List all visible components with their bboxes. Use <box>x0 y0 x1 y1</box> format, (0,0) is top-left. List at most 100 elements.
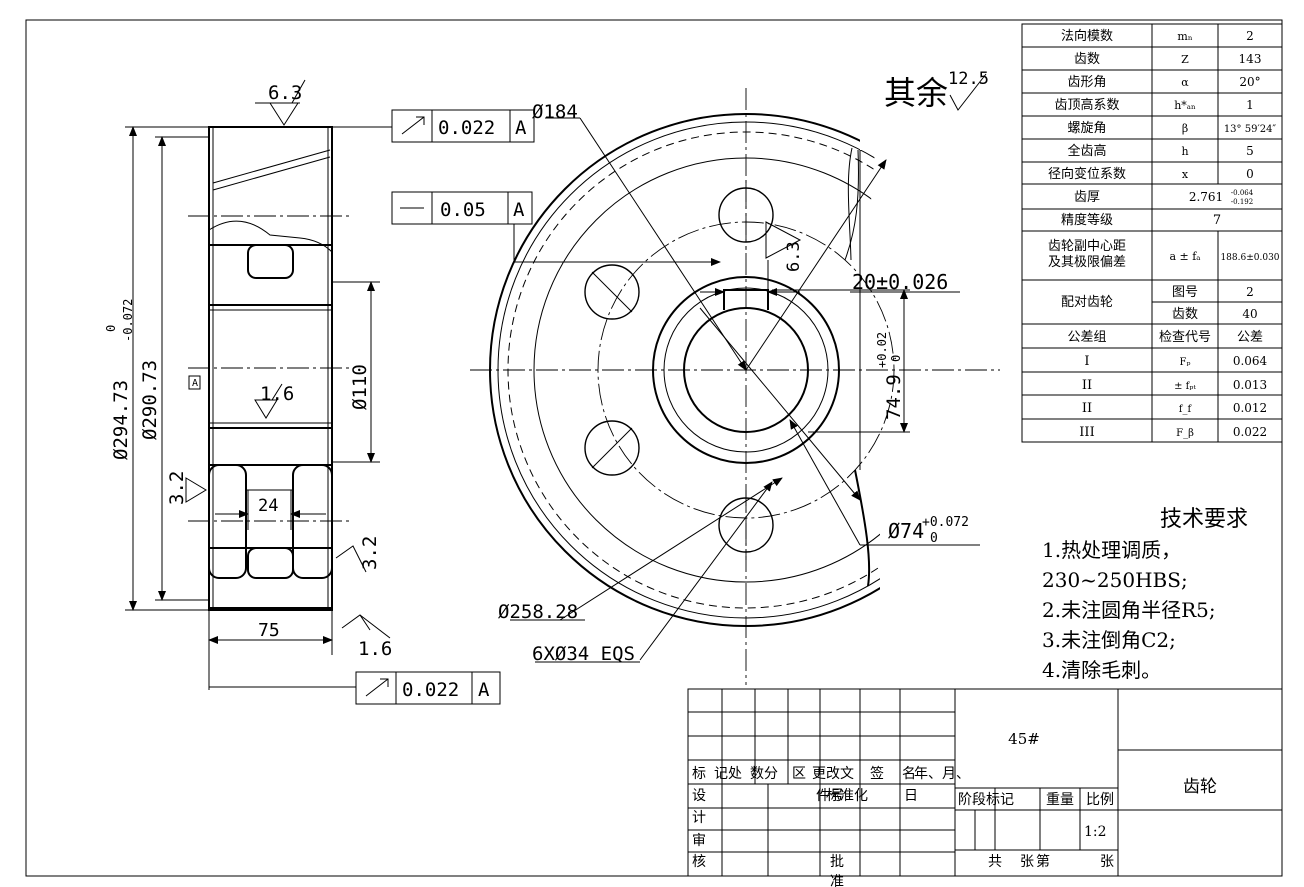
tech-item: 4.清除毛刺。 <box>1042 658 1161 682</box>
tol-value: 0.012 <box>1233 401 1267 415</box>
dim-holes: 6XØ34 EQS <box>532 643 635 665</box>
title-material: 45# <box>1008 730 1040 748</box>
tech-item: 230~250HBS; <box>1042 568 1188 592</box>
dim-key-lower: 0 <box>889 355 903 362</box>
title-fields: 阶段标记 重量 比例 1:2 共 张 第 张 <box>958 792 1114 870</box>
tol-header: 公差 <box>1237 330 1263 345</box>
dim-key-depth: 74.9 <box>883 374 905 420</box>
tech-title: 技术要求 <box>1160 507 1248 532</box>
param-label: 全齿高 <box>1067 143 1106 159</box>
tol-code: ± fₚₜ <box>1174 381 1196 392</box>
gdt-runout-bottom-value: 0.022 <box>402 679 459 701</box>
roughness-left: 3.2 <box>166 471 188 505</box>
accuracy-label: 精度等级 <box>1061 212 1113 228</box>
dim-outer-diameter: Ø294.73 <box>110 380 132 460</box>
param-value: 5 <box>1246 144 1254 158</box>
thickness-lower: -0.192 <box>1231 198 1253 206</box>
svg-text:日: 日 <box>904 788 918 804</box>
parameter-table <box>1021 23 1283 443</box>
param-symbol: Z <box>1181 53 1189 66</box>
param-value: 1 <box>1246 98 1254 112</box>
dim-root-diameter: Ø290.73 <box>139 360 161 440</box>
param-symbol: β <box>1182 122 1188 135</box>
tol-header: 公差组 <box>1067 330 1106 345</box>
param-value: 0 <box>1246 167 1254 181</box>
dim-od-lower: -0.072 <box>121 299 135 342</box>
param-symbol: h <box>1181 145 1188 158</box>
dim-bore-lower: 0 <box>930 531 938 546</box>
param-symbol: x <box>1182 168 1189 181</box>
param-label: 螺旋角 <box>1067 121 1106 136</box>
center-distance-label: 及其极限偏差 <box>1048 255 1126 270</box>
gdt-runout-bottom <box>355 671 501 705</box>
param-symbol: h*ₐₙ <box>1174 99 1196 112</box>
tol-group: II <box>1082 401 1092 416</box>
svg-text:件号: 件号 <box>816 788 844 804</box>
svg-text:设: 设 <box>692 788 706 804</box>
ratio-label: 比例 <box>1086 792 1114 808</box>
front-view <box>470 88 1000 685</box>
param-label: 齿顶高系数 <box>1054 97 1119 113</box>
svg-text:年、月、: 年、月、 <box>914 766 970 782</box>
dim-web-width: 24 <box>258 496 278 516</box>
thickness-upper: -0.064 <box>1231 189 1254 197</box>
tech-item: 2.未注圆角半径R5; <box>1042 598 1216 622</box>
tol-code: Fₚ <box>1180 357 1191 368</box>
dim-hub-diameter: Ø110 <box>349 364 371 410</box>
param-value: 2 <box>1246 29 1254 43</box>
mating-field: 图号 <box>1172 285 1198 300</box>
roughness-hub: 1.6 <box>260 383 294 405</box>
tech-item: 1.热处理调质， <box>1042 538 1181 562</box>
svg-text:标: 标 <box>692 766 706 782</box>
gdt-flatness-value: 0.05 <box>440 199 486 221</box>
svg-text:共: 共 <box>988 854 1002 870</box>
dim-bore-upper: +0.072 <box>922 515 969 530</box>
roughness-top: 6.3 <box>268 82 302 104</box>
revision-header: 标 记 处 数 分 区 更改文 件号 签 名 年、月、 日 标准化 <box>692 765 970 804</box>
roughness-bottom: 1.6 <box>358 638 392 660</box>
svg-text:区: 区 <box>792 766 806 782</box>
tol-group: I <box>1084 354 1089 369</box>
title-block <box>687 688 1283 877</box>
dim-hole-circle: Ø258.28 <box>498 601 578 623</box>
svg-text:签: 签 <box>870 765 884 782</box>
std-label: 标准化 <box>826 788 868 804</box>
gdt-flatness-datum: A <box>513 199 525 221</box>
param-label: 径向变位系数 <box>1048 166 1126 182</box>
mating-value: 2 <box>1246 285 1254 299</box>
svg-text:更改文: 更改文 <box>812 766 854 782</box>
dim-bore: Ø74 <box>888 519 924 543</box>
tol-code: F_β <box>1176 428 1194 439</box>
tol-group: II <box>1082 378 1092 393</box>
dim-od-upper: 0 <box>104 325 118 332</box>
dim-width: 75 <box>258 620 280 641</box>
gdt-runout-bottom-datum: A <box>478 679 490 701</box>
param-label: 齿数 <box>1074 52 1100 67</box>
tol-header: 检查代号 <box>1159 330 1211 345</box>
roughness-rest-value: 12.5 <box>948 69 989 89</box>
roughness-rest-prefix: 其余 <box>884 74 948 112</box>
svg-text:张: 张 <box>1020 854 1034 870</box>
roles: 设 计 审 核 批 准 <box>692 788 844 887</box>
dim-key-width: 20±0.026 <box>852 270 948 294</box>
tol-group: III <box>1079 425 1094 440</box>
svg-text:批: 批 <box>830 854 844 870</box>
accuracy-value: 7 <box>1213 213 1221 228</box>
svg-text:名: 名 <box>902 766 916 782</box>
param-symbol: mₙ <box>1177 30 1192 43</box>
svg-text:处: 处 <box>728 766 742 782</box>
mating-value: 40 <box>1242 307 1257 321</box>
roughness-keyway: 6.3 <box>784 241 804 272</box>
tol-value: 0.013 <box>1233 378 1267 392</box>
svg-text:张: 张 <box>1100 854 1114 870</box>
svg-text:核: 核 <box>692 854 706 870</box>
roughness-right: 3.2 <box>359 536 381 570</box>
tech-item: 3.未注倒角C2; <box>1042 628 1176 652</box>
tech-requirements: 技术要求 1.热处理调质， 230~250HBS; 2.未注圆角半径R5; 3.… <box>1042 507 1248 682</box>
center-distance-label: 齿轮副中心距 <box>1048 239 1126 254</box>
gdt-runout-top-datum: A <box>515 117 527 139</box>
dim-key-upper: +0.02 <box>875 332 889 368</box>
tol-code: f_f <box>1179 404 1193 415</box>
